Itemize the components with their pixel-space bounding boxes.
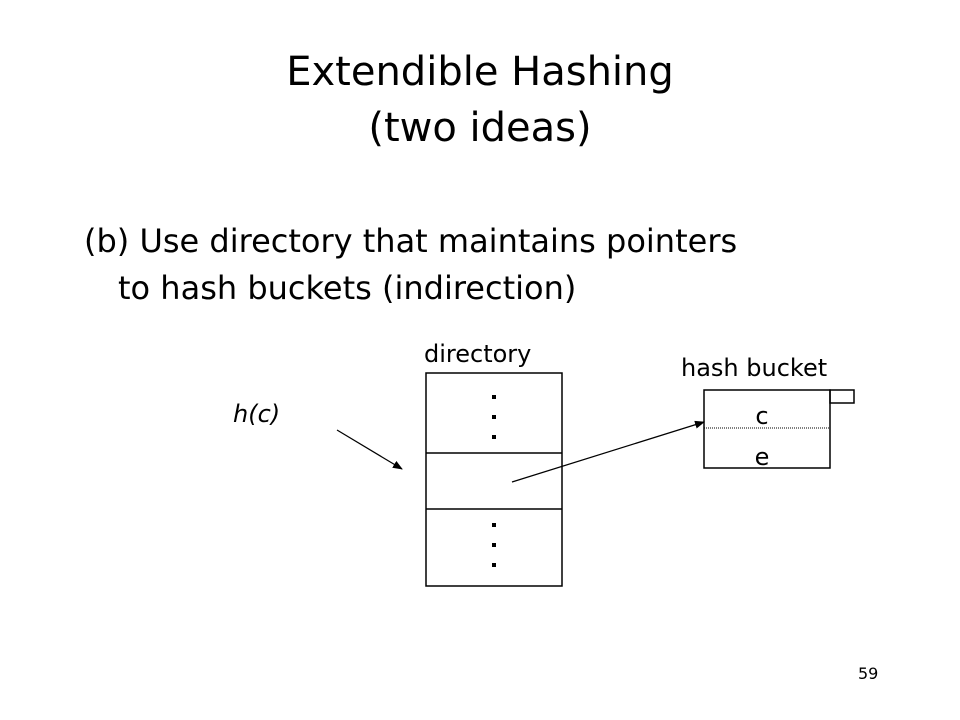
bucket-entry-e: e	[755, 443, 770, 471]
directory	[425, 372, 563, 587]
ellipsis-top	[492, 395, 496, 439]
bullet-line-2: to hash buckets (indirection)	[118, 269, 577, 307]
slide-title: Extendible Hashing (two ideas)	[0, 44, 960, 156]
title-line-1: Extendible Hashing	[286, 49, 674, 95]
bullet-line-1: (b) Use directory that maintains pointer…	[84, 222, 738, 260]
bucket-entry-c: c	[755, 402, 768, 430]
hash-function-label: h(c)	[233, 400, 281, 428]
hash-bucket: c e	[703, 389, 855, 471]
hash-arrow	[336, 429, 403, 470]
bucket-box	[703, 389, 831, 469]
slide-number: 59	[858, 664, 879, 683]
hash-bucket-label: hash bucket	[681, 354, 828, 382]
directory-box	[425, 372, 563, 587]
overflow-pointer-box	[829, 389, 855, 404]
title-line-2: (two ideas)	[368, 105, 592, 151]
bullet-text: (b) Use directory that maintains pointer…	[84, 218, 737, 312]
directory-label: directory	[424, 340, 532, 368]
directory-pointer-arrow	[511, 420, 705, 483]
ellipsis-bottom	[492, 523, 496, 567]
